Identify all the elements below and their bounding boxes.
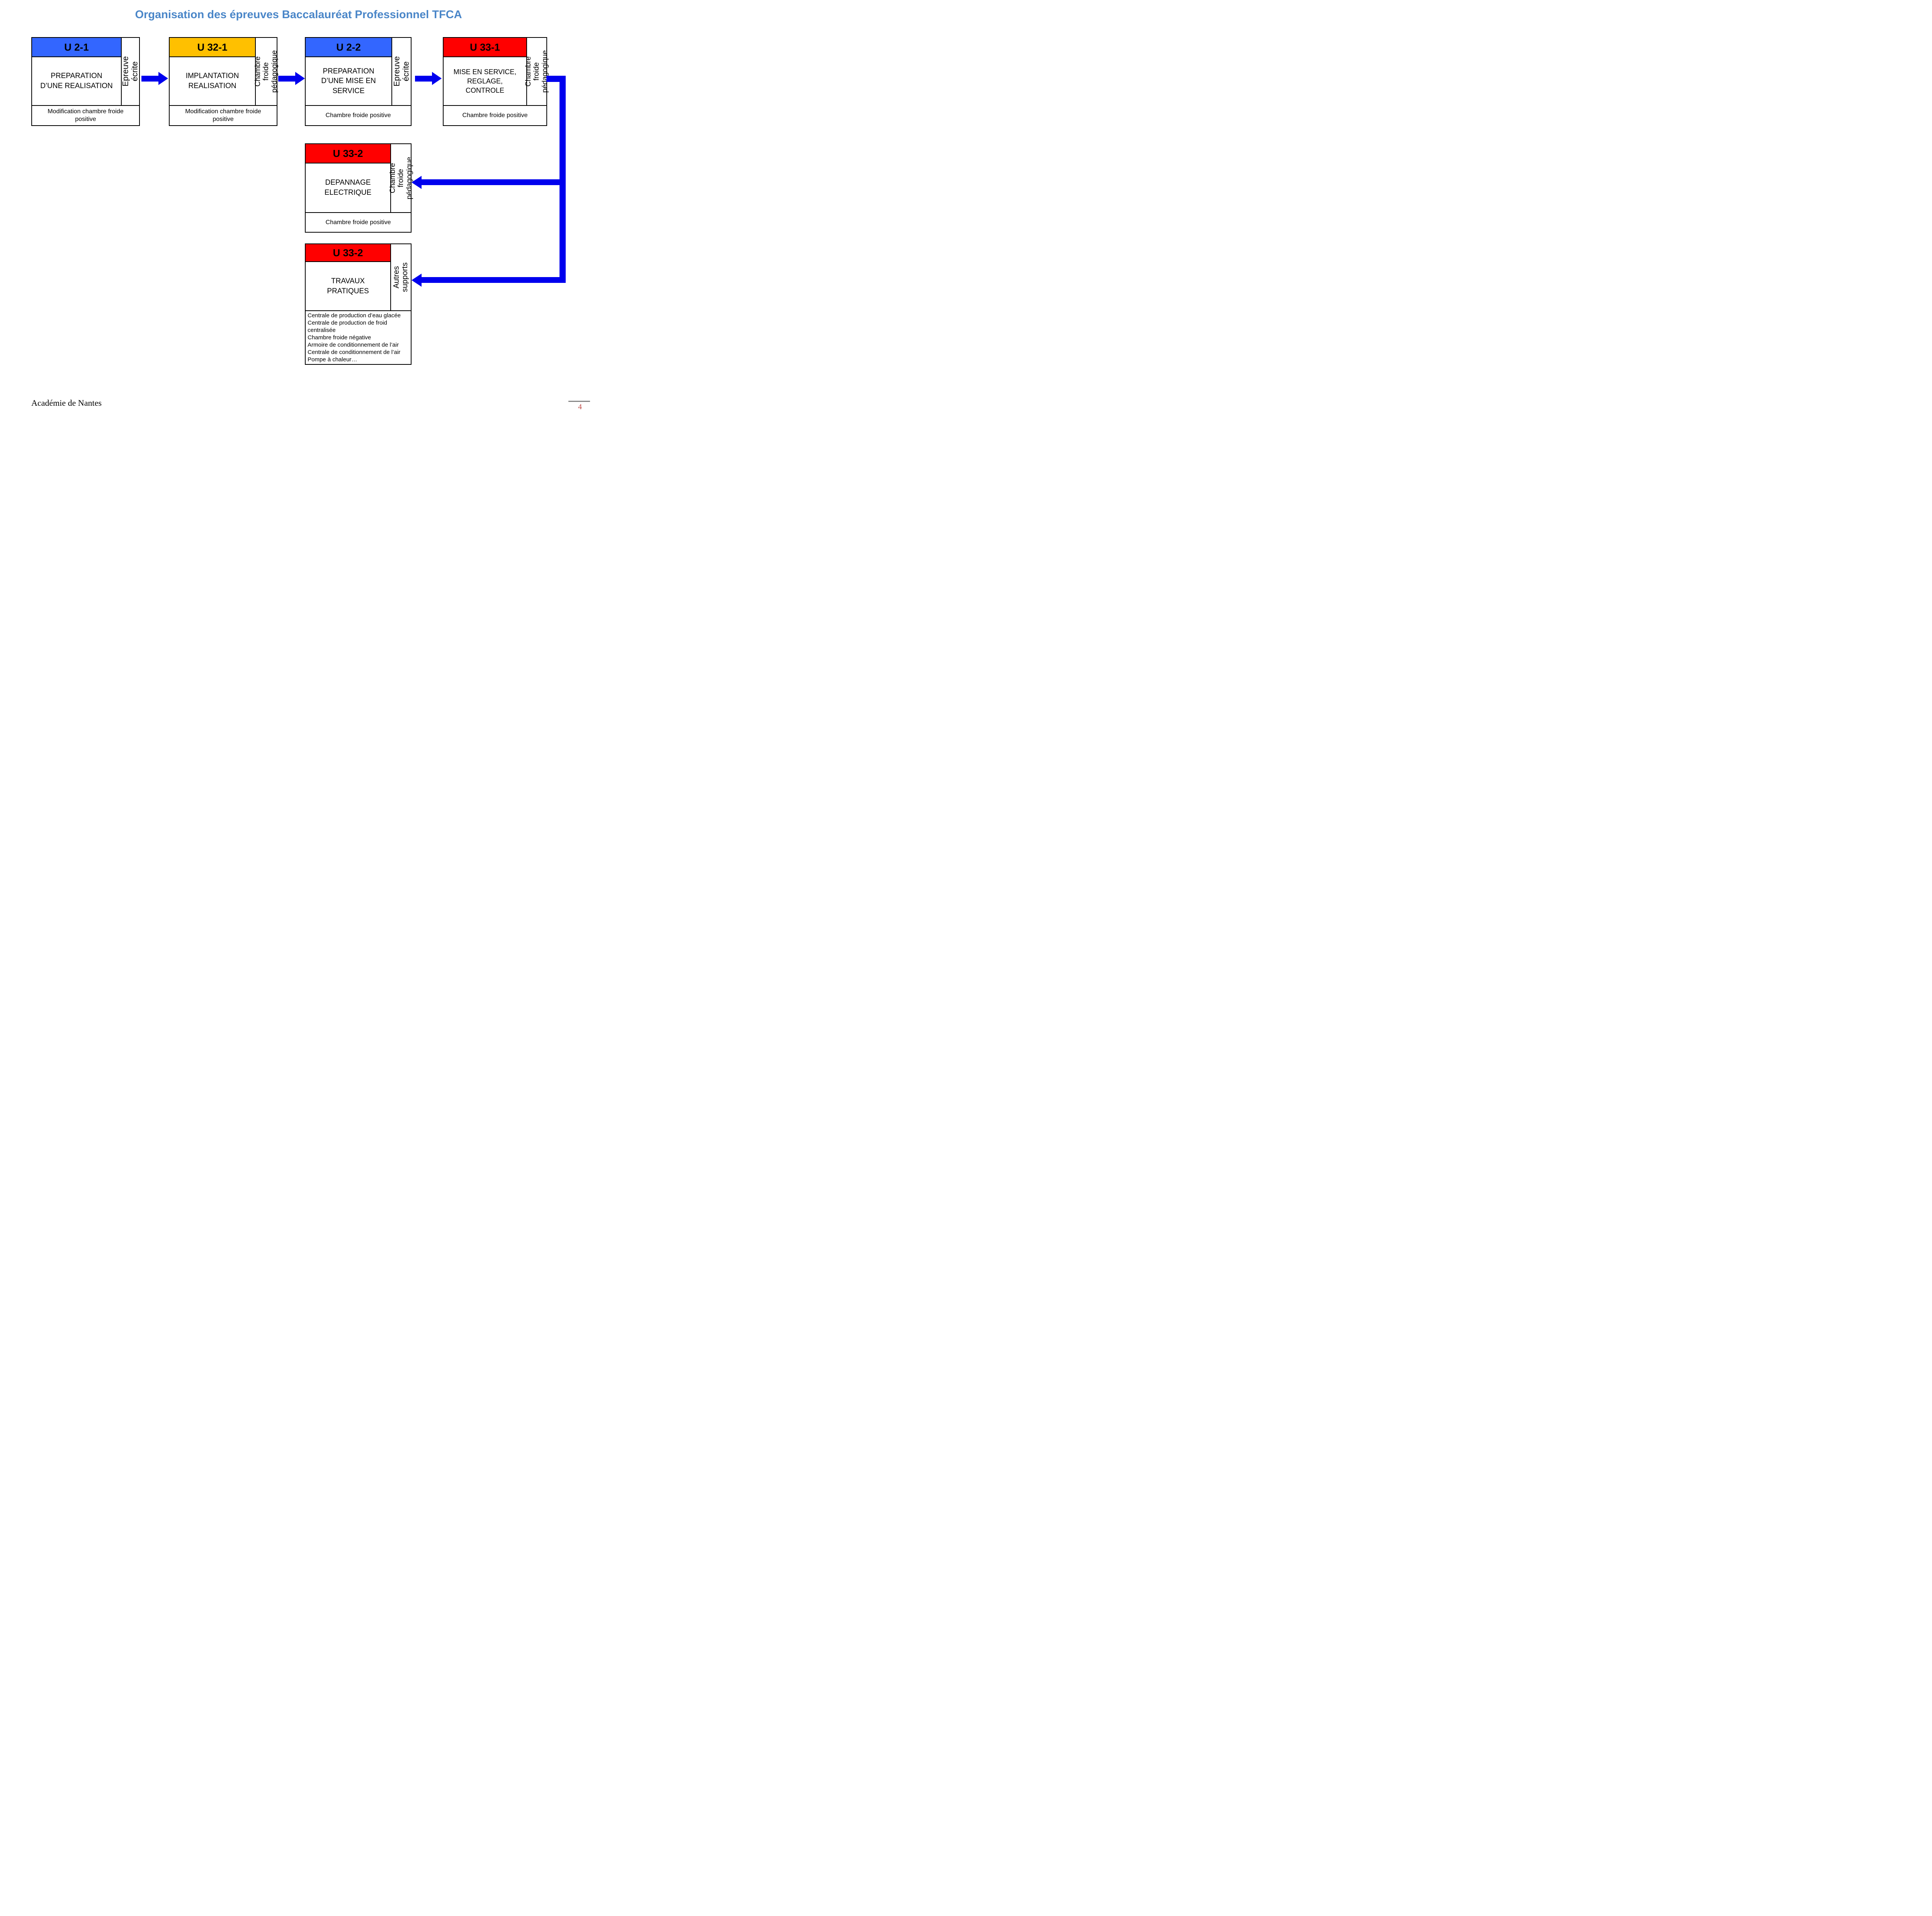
connector-middle-branch bbox=[421, 179, 560, 185]
support-item: Centrale de conditionnement de l’air bbox=[308, 349, 401, 356]
unit-body-label: PREPARATION D’UNE MISE EN SERVICE bbox=[321, 67, 376, 95]
slide-number: 4 bbox=[578, 403, 582, 411]
support-item: Armoire de conditionnement de l’air bbox=[308, 342, 399, 348]
side-strip: Chambre froide pédagogique bbox=[388, 144, 413, 212]
unit-header: U 32-1 bbox=[170, 38, 255, 57]
arrow-head-left-icon bbox=[412, 274, 422, 287]
side-strip: Epreuve écrite bbox=[391, 38, 411, 105]
arrow-head-right-icon bbox=[295, 72, 305, 85]
support-item: Pompe à chaleur… bbox=[308, 356, 357, 363]
unit-bottom-label: Modification chambre froide positive bbox=[32, 105, 139, 125]
unit-body-label: IMPLANTATION REALISATION bbox=[185, 72, 239, 90]
support-item: Centrale de production d’eau glacée bbox=[308, 312, 401, 319]
arrow-head-right-icon bbox=[432, 72, 442, 85]
unit-header: U 33-1 bbox=[444, 38, 526, 57]
unit-body-label: DEPANNAGE ELECTRIQUE bbox=[324, 179, 372, 197]
slide-number-line bbox=[568, 401, 590, 402]
arrow-shaft bbox=[141, 76, 158, 82]
side-strip: Chambre froide pédagogique bbox=[524, 38, 549, 105]
flow-arrow-right-2 bbox=[278, 72, 305, 85]
arrow-shaft bbox=[278, 76, 295, 82]
side-strip: Epreuve écrite bbox=[121, 38, 139, 105]
unit-box-u2-1: Epreuve écrite U 2-1 PREPARATION D’UNE R… bbox=[31, 37, 140, 126]
support-item: Chambre froide négative bbox=[308, 334, 371, 341]
connector-vertical-segment bbox=[560, 76, 566, 283]
unit-bottom-label: Modification chambre froide positive bbox=[170, 105, 277, 125]
unit-box-u33-2-depannage: Chambre froide pédagogique U 33-2 DEPANN… bbox=[305, 143, 413, 233]
flow-arrow-right-3 bbox=[415, 72, 442, 85]
unit-header: U 2-2 bbox=[306, 38, 391, 57]
arrow-shaft bbox=[415, 76, 432, 82]
unit-box-u32-1: Chambre froide pédagogique U 32-1 IMPLAN… bbox=[169, 37, 279, 126]
unit-bottom-label: Chambre froide positive bbox=[306, 212, 411, 232]
unit-side-label: Chambre froide pédagogique bbox=[388, 157, 413, 199]
unit-box-u33-1: Chambre froide pédagogique U 33-1 MISE E… bbox=[443, 37, 549, 126]
flow-arrow-right-1 bbox=[141, 72, 168, 85]
side-strip: Chambre froide pédagogique bbox=[254, 38, 279, 105]
footer-academy: Académie de Nantes bbox=[31, 398, 102, 408]
connector-bottom-branch bbox=[421, 277, 566, 283]
unit-body-label: MISE EN SERVICE, REGLAGE, CONTROLE bbox=[453, 68, 517, 95]
unit-body-label: PREPARATION D’UNE REALISATION bbox=[40, 72, 113, 90]
unit-box-u2-2: Epreuve écrite U 2-2 PREPARATION D’UNE M… bbox=[305, 37, 412, 126]
slide-page: Organisation des épreuves Baccalauréat P… bbox=[0, 0, 597, 422]
unit-header: U 33-2 bbox=[306, 144, 390, 163]
unit-bottom-label: Chambre froide positive bbox=[306, 105, 411, 125]
page-title: Organisation des épreuves Baccalauréat P… bbox=[135, 9, 462, 21]
unit-box-u33-2-travaux: Autres supports U 33-2 TRAVAUX PRATIQUES… bbox=[305, 243, 412, 365]
side-strip: Autres supports bbox=[390, 244, 411, 310]
unit-side-label: Epreuve écrite bbox=[392, 56, 410, 87]
support-item: Centrale de production de froid centrali… bbox=[308, 320, 387, 334]
unit-bottom-label: Chambre froide positive bbox=[444, 105, 546, 125]
unit-body-label: TRAVAUX PRATIQUES bbox=[327, 277, 369, 295]
unit-side-label: Epreuve écrite bbox=[121, 56, 139, 87]
unit-side-label: Chambre froide pédagogique bbox=[524, 50, 549, 93]
unit-header: U 2-1 bbox=[32, 38, 121, 57]
arrow-head-left-icon bbox=[412, 176, 422, 189]
unit-side-label: Chambre froide pédagogique bbox=[254, 50, 279, 93]
unit-side-label: Autres supports bbox=[392, 262, 410, 292]
unit-header: U 33-2 bbox=[306, 244, 390, 262]
arrow-head-right-icon bbox=[158, 72, 168, 85]
